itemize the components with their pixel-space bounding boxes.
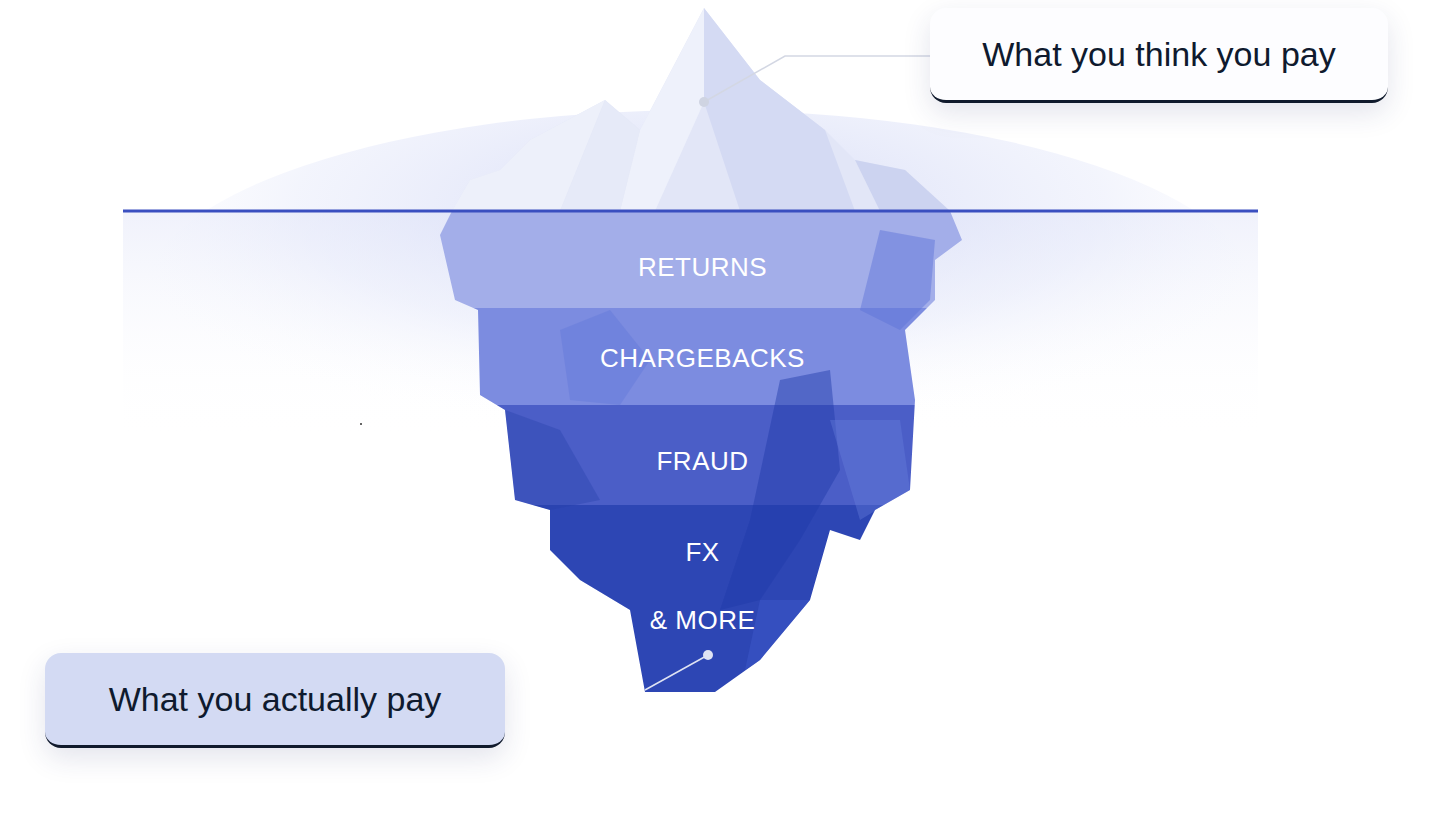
callout-text: What you actually pay [109,680,442,719]
band-label: & MORE [440,603,965,637]
callout-box: What you think you pay [930,8,1388,103]
iceberg-band: CHARGEBACKS [440,308,965,405]
band-label: RETURNS [440,250,965,284]
band-label: CHARGEBACKS [440,341,965,375]
leader-dot [699,97,709,107]
leader-line [645,655,708,690]
iceberg-underwater [420,211,980,695]
water-line [123,210,1258,213]
speck [360,423,362,425]
iceberg-band: FX & MORE [440,505,965,692]
leader-dot [703,650,713,660]
callout-text: What you think you pay [982,35,1335,74]
iceberg-top [452,8,950,211]
iceberg-band: FRAUD [440,405,965,505]
leader-line [704,56,930,102]
iceberg-band: RETURNS [440,211,965,308]
callout-box: What you actually pay [45,653,505,748]
band-label: FRAUD [440,444,965,478]
band-label: FX [440,535,965,569]
